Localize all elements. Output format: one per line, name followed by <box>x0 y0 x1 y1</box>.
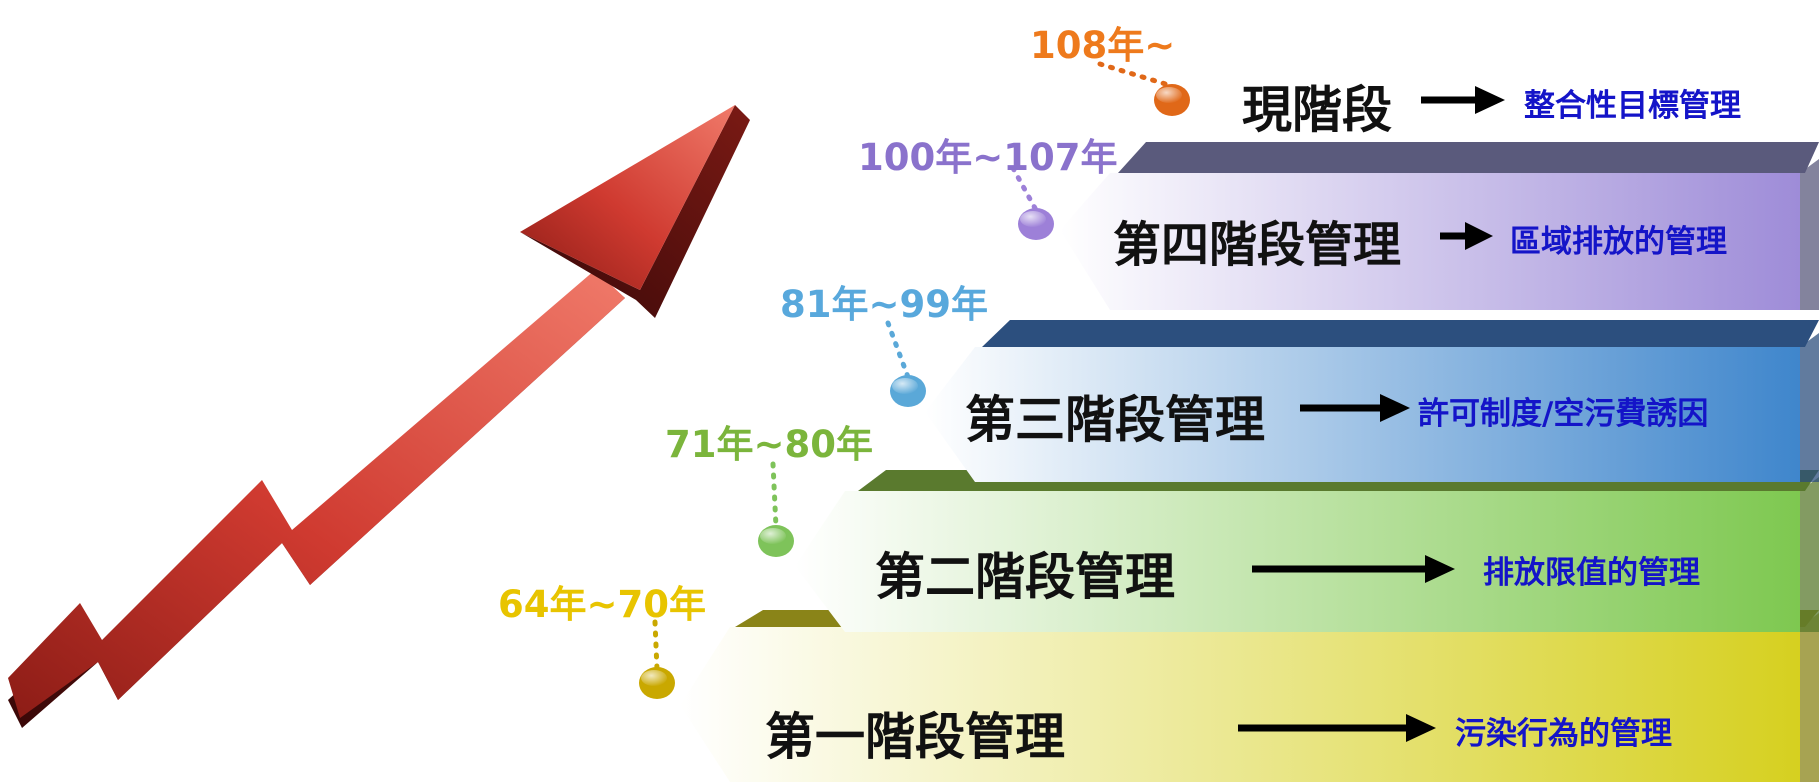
stage-name-3: 第三階段管理 <box>965 391 1265 449</box>
dotted-connector <box>885 320 911 380</box>
dotted-connector <box>1097 61 1175 89</box>
stage-description-1: 污染行為的管理 <box>1455 716 1672 752</box>
stage-name-1: 第一階段管理 <box>765 708 1065 766</box>
stage-description-4: 區域排放的管理 <box>1510 224 1727 260</box>
stage-name-2: 第二階段管理 <box>875 548 1175 606</box>
period-label-stage-1: 64年~70年 <box>498 583 706 626</box>
period-label-current: 108年~ <box>1030 24 1176 67</box>
stage-name-current: 現階段 <box>1242 81 1392 139</box>
right-arrow-icon <box>1440 222 1493 250</box>
stage-band-4 <box>1060 142 1819 310</box>
right-arrow-icon <box>1421 86 1505 114</box>
period-label-stage-3: 81年~99年 <box>780 283 988 326</box>
period-label-stage-2: 71年~80年 <box>665 423 873 466</box>
stage-description-3: 許可制度/空污費誘因 <box>1418 396 1709 432</box>
stage-band-3 <box>925 320 1819 482</box>
dot-highlight <box>1020 211 1046 227</box>
right-arrow-icon <box>1252 555 1455 583</box>
dot-highlight <box>892 378 918 394</box>
stage-name-4: 第四階段管理 <box>1113 217 1402 273</box>
stage-description-current: 整合性目標管理 <box>1524 88 1741 124</box>
stage-description-2: 排放限值的管理 <box>1483 555 1700 591</box>
right-arrow-icon <box>1238 714 1436 742</box>
dot-highlight <box>641 670 667 686</box>
dotted-connector <box>652 619 660 672</box>
dot-highlight <box>1156 87 1182 103</box>
dotted-connector <box>1010 165 1039 213</box>
period-label-stage-4: 100年~107年 <box>858 136 1118 179</box>
growth-arrow-icon <box>8 105 750 728</box>
dot-highlight <box>760 528 786 544</box>
right-arrow-icon <box>1300 394 1410 422</box>
dotted-connector <box>770 461 779 530</box>
